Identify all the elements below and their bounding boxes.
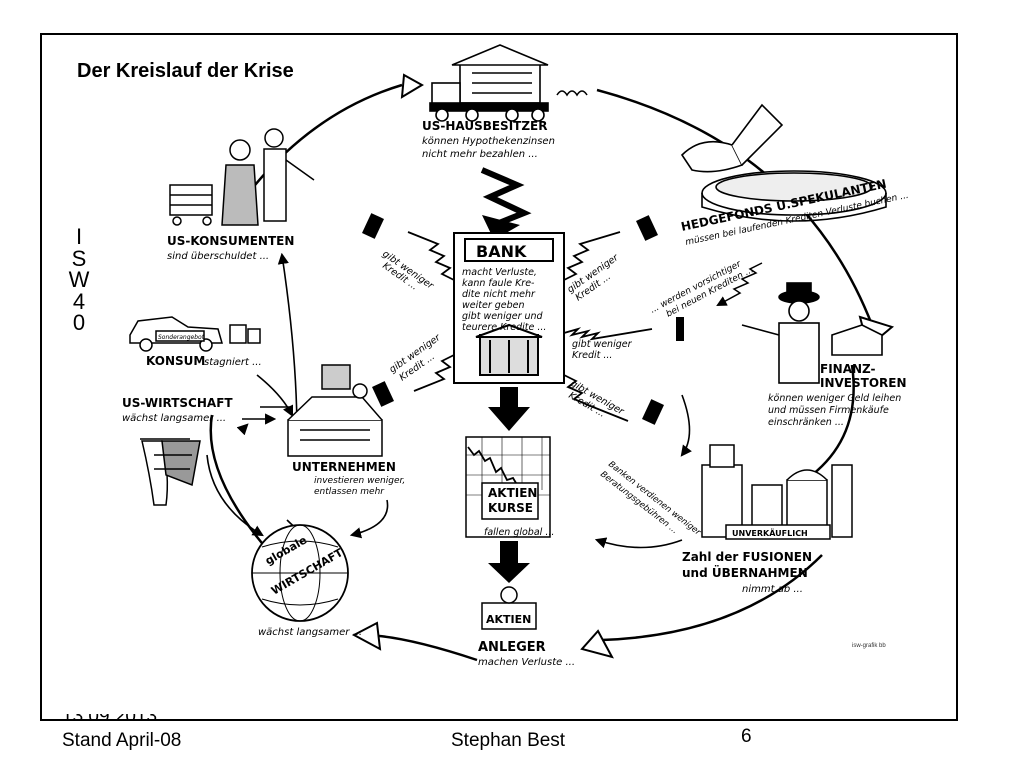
diagram-title: Der Kreislauf der Krise: [77, 60, 294, 82]
uswirtschaft-sub: wächst langsamer ...: [122, 413, 226, 424]
konsumenten-heading: US-KONSUMENTEN: [167, 234, 294, 248]
side-label-letter: W: [68, 267, 90, 292]
arrow-uswirtschaft-weltwirtschaft: [206, 454, 264, 537]
finanzinvestoren-sub-3: einschränken ...: [768, 417, 844, 428]
hausbesitzer-line-1: können Hypothekenzinsen: [422, 136, 555, 147]
house-truck-illustration: [429, 44, 588, 122]
anleger-sign: AKTIEN: [486, 613, 531, 626]
finanzinvestoren-sub-1: können weniger Geld leihen: [768, 393, 901, 404]
unternehmen-sub-2: entlassen mehr: [314, 487, 385, 497]
konsumenten-illustration: [169, 128, 315, 226]
isw-side-label: I S W 4 0: [68, 226, 90, 334]
anleger-illustration: [481, 586, 537, 630]
bank-line-2: kann faule Kre-: [462, 278, 535, 289]
hedgefonds-illustration: [680, 103, 887, 222]
anleger-sub: machen Verluste ...: [478, 657, 575, 668]
finanzinvestoren-heading-1: FINANZ-: [820, 362, 876, 376]
unternehmen-heading: UNTERNEHMEN: [292, 460, 396, 474]
footer-divider: [40, 721, 970, 725]
aktien-down-arrow: [488, 541, 530, 583]
fusionen-heading-1: Zahl der FUSIONEN: [682, 550, 812, 564]
arrow-fusionen-aktien: [594, 537, 683, 549]
spoke-label-middle-right-2: Kredit ...: [572, 350, 612, 361]
bank-building: [453, 232, 565, 384]
bank-down-arrow: [488, 387, 530, 431]
konsum-car-illustration: [129, 316, 261, 352]
konsum-heading: KONSUM: [146, 354, 205, 368]
konsum-sign: Sonderangebot: [158, 334, 205, 341]
anleger-heading: ANLEGER: [478, 640, 546, 655]
bank-line-1: macht Verluste,: [462, 267, 537, 278]
cartoon-drawing: Der Kreislauf der Krise: [77, 44, 910, 668]
bank-line-6: teurere Kredite ...: [462, 322, 546, 333]
finanzinvestoren-heading-2: INVESTOREN: [820, 376, 907, 390]
side-label-letter: I: [75, 224, 83, 249]
fusionen-sign: UNVERKÄUFLICH: [732, 528, 808, 538]
hausbesitzer-heading: US-HAUSBESITZER: [422, 119, 548, 133]
uswirtschaft-heading: US-WIRTSCHAFT: [122, 396, 233, 410]
cycle-arrow-bottom-right: [601, 554, 823, 642]
arrow-unternehmen-konsumenten: [277, 252, 298, 436]
globe-illustration: [251, 524, 349, 622]
bank-heading: BANK: [476, 242, 527, 261]
unternehmen-sub-1: investieren weniger,: [314, 476, 405, 486]
finanzinvestoren-sub-2: und müssen Firmenkäufe: [768, 405, 889, 416]
us-flag-illustration: [140, 438, 201, 506]
unternehmen-factory-illustration: [260, 364, 383, 457]
fusionen-heading-2: und ÜBERNAHMEN: [682, 565, 808, 580]
side-label-letter: 0: [72, 310, 86, 335]
side-label-letter: 4: [72, 288, 86, 314]
bank-line-5: gibt weniger und: [462, 311, 544, 322]
werden-arrow: [716, 262, 763, 307]
crisis-cycle-cartoon: Der Kreislauf der Krise: [40, 33, 958, 721]
footer-page-number: 6: [741, 726, 752, 747]
spoke-hammer-ends: [362, 213, 684, 425]
konsum-sub: stagniert ...: [204, 357, 262, 368]
weltwirtschaft-sub: wächst langsamer ...: [258, 627, 362, 638]
aktienkurse-heading-1: AKTIEN: [488, 486, 537, 500]
footer-author: Stephan Best: [451, 730, 566, 751]
city-illustration: [701, 444, 853, 540]
credit-spokes: [407, 231, 653, 422]
footer-stand: Stand April-08: [62, 730, 182, 751]
spoke-label-middle-right-1: gibt weniger: [572, 339, 633, 350]
hausbesitzer-line-2: nicht mehr bezahlen ...: [422, 149, 538, 160]
side-label-letter: S: [71, 245, 87, 271]
banken-label-1: Banken verdienen weniger: [606, 459, 703, 537]
bank-line-4: weiter geben: [462, 300, 525, 311]
cycle-arrow-right: [811, 364, 855, 476]
stock-chart-illustration: [465, 436, 551, 538]
finanzinvestor-illustration: [741, 282, 883, 384]
aktienkurse-sub: fallen global ...: [484, 527, 554, 538]
cycle-arrow-top-left: [230, 83, 403, 216]
konsumenten-sub: sind überschuldet ...: [167, 251, 269, 262]
cycle-arrow-left: [209, 414, 273, 556]
bank-line-3: dite nicht mehr: [462, 289, 536, 300]
aktienkurse-heading-2: KURSE: [488, 501, 533, 515]
fusionen-sub: nimmt ab ...: [742, 584, 803, 595]
graphic-credit: isw-grafik bb: [852, 643, 886, 649]
